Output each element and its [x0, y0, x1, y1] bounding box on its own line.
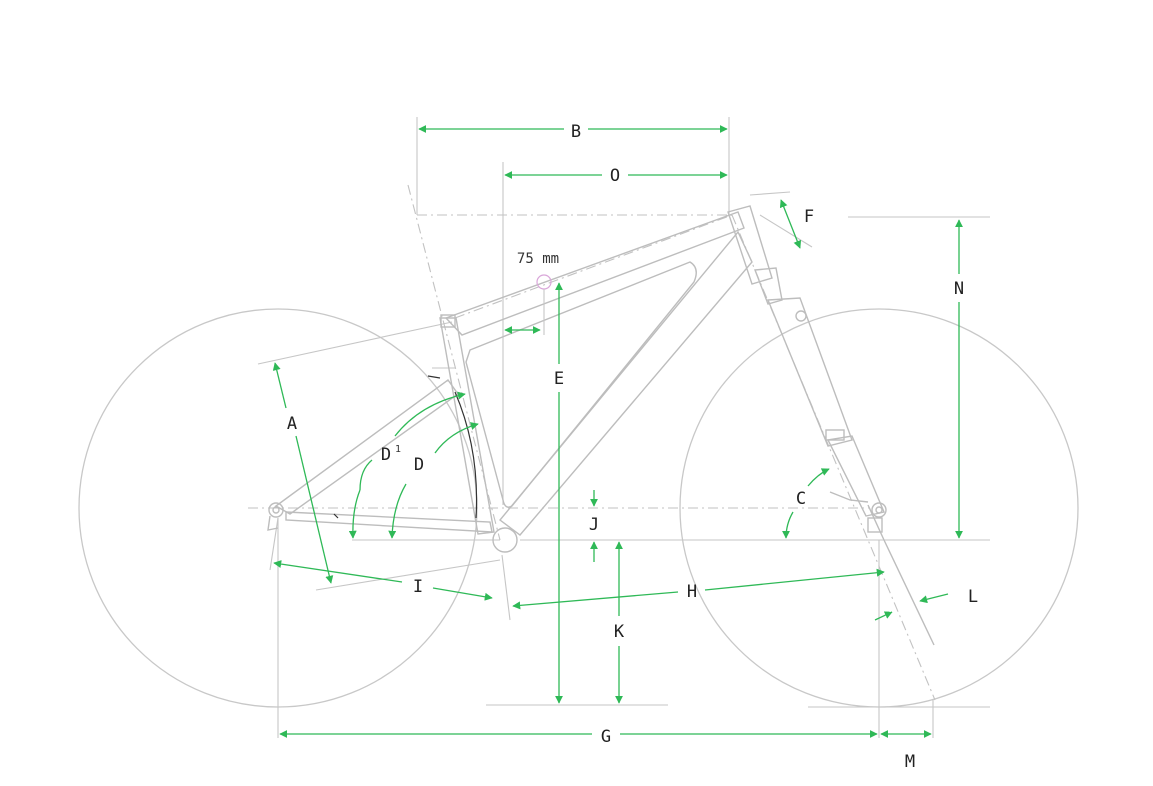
label-d: D — [414, 455, 424, 475]
label-k: K — [614, 622, 625, 642]
label-i: I — [413, 577, 423, 597]
label-j: J — [589, 515, 599, 535]
seat-tube-arc — [454, 391, 478, 519]
label-m: M — [905, 752, 915, 772]
top-tube-arc — [427, 375, 441, 379]
construction-lines — [248, 184, 936, 701]
label-e: E — [554, 369, 564, 389]
label-d1: D — [381, 445, 391, 465]
dimension-lines — [272, 125, 963, 738]
label-d1-sup: 1 — [395, 444, 401, 455]
label-g: G — [601, 727, 611, 747]
label-a: A — [287, 414, 297, 434]
label-f: F — [804, 207, 814, 227]
dimension-labels: B O 75 mm F N E A D 1 D C J I H L K G M — [287, 122, 978, 772]
label-b: B — [571, 122, 581, 142]
label-o: O — [610, 166, 620, 186]
label-l: L — [968, 587, 978, 607]
label-n: N — [954, 279, 964, 299]
label-c: C — [796, 489, 806, 509]
bike-frame — [267, 205, 935, 646]
label-h: H — [687, 582, 697, 602]
label-seat-offset: 75 mm — [517, 251, 559, 267]
reference-lines — [257, 117, 990, 738]
